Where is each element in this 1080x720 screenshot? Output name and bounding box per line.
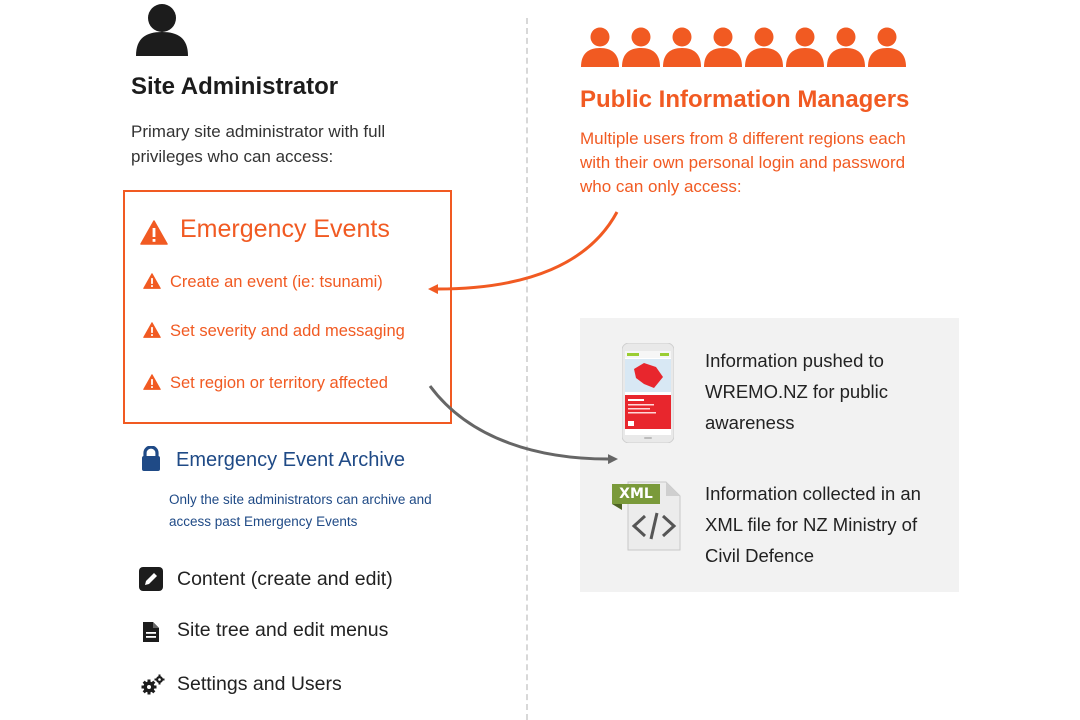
output-wremo-text: Information pushed to WREMO.NZ for publi… bbox=[705, 350, 888, 433]
emergency-events-box bbox=[123, 190, 452, 424]
phone-app-icon bbox=[622, 343, 674, 443]
xml-badge: XML bbox=[619, 486, 653, 502]
warning-icon bbox=[143, 374, 161, 390]
warning-icon bbox=[140, 220, 168, 245]
warning-icon bbox=[143, 273, 161, 289]
public-managers-title: Public Information Managers bbox=[580, 86, 910, 113]
person-icon bbox=[134, 0, 190, 56]
archive-description: Only the site administrators can archive… bbox=[169, 492, 432, 529]
column-divider bbox=[526, 18, 528, 720]
output-xml-text: Information collected in an XML file for… bbox=[705, 483, 921, 566]
xml-file-icon: XML bbox=[612, 480, 682, 552]
admin-title: Site Administrator bbox=[131, 73, 339, 100]
public-managers-description: Multiple users from 8 different regions … bbox=[580, 129, 906, 196]
gears-icon bbox=[141, 674, 165, 696]
event-item-region: Set region or territory affected bbox=[170, 374, 388, 392]
privilege-settings: Settings and Users bbox=[177, 673, 342, 695]
privilege-site-tree: Site tree and edit menus bbox=[177, 619, 389, 641]
warning-icon bbox=[143, 322, 161, 338]
document-icon bbox=[143, 622, 159, 642]
arrow-events-to-outputs bbox=[428, 385, 618, 465]
edit-icon bbox=[139, 567, 163, 591]
admin-description: Primary site administrator with full pri… bbox=[131, 122, 386, 166]
event-item-create: Create an event (ie: tsunami) bbox=[170, 273, 383, 291]
event-item-severity: Set severity and add messaging bbox=[170, 322, 405, 340]
privilege-content: Content (create and edit) bbox=[177, 568, 393, 590]
lock-icon bbox=[141, 446, 161, 471]
archive-title: Emergency Event Archive bbox=[176, 449, 405, 471]
arrow-managers-to-events bbox=[428, 211, 619, 295]
emergency-events-title: Emergency Events bbox=[180, 215, 390, 243]
